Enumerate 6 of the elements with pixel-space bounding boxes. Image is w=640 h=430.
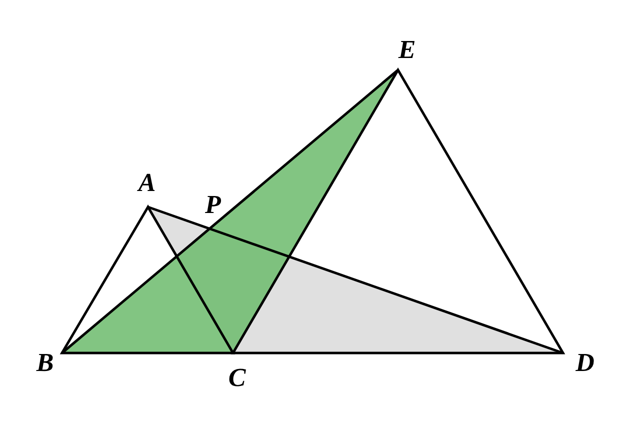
point-label: E: [398, 37, 416, 63]
point-label: D: [576, 350, 594, 376]
point-label: C: [228, 365, 246, 391]
point-label: B: [36, 350, 54, 376]
point-label: A: [138, 170, 156, 196]
point-label: P: [205, 192, 221, 218]
